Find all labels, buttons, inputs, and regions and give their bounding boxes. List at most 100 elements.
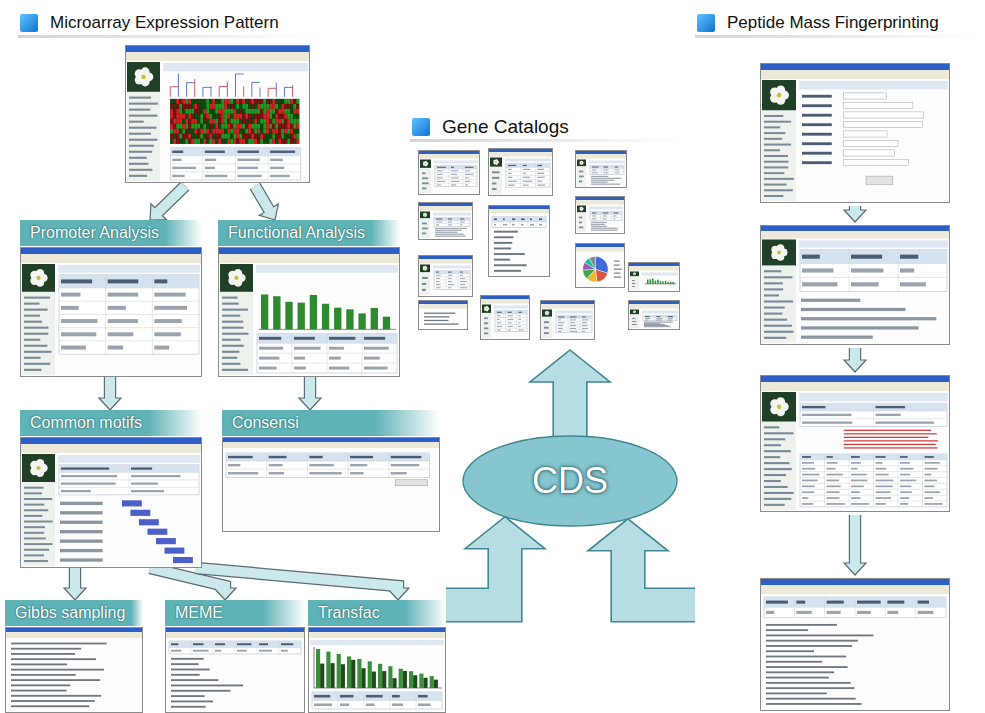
screenshot-window	[419, 301, 468, 330]
illustration-part	[236, 104, 239, 109]
illustration-part	[570, 319, 576, 320]
flower-icon	[542, 310, 552, 317]
illustration-part	[827, 480, 840, 482]
illustration-part	[656, 320, 661, 321]
text-line	[24, 327, 48, 329]
illustration-part	[182, 134, 185, 139]
illustration-part	[434, 283, 470, 284]
illustration-part	[800, 403, 947, 426]
illustration-part	[176, 139, 179, 144]
table	[169, 641, 301, 654]
illustration-part	[275, 99, 278, 104]
window-frame	[489, 206, 550, 277]
illustration-part	[272, 104, 275, 109]
illustration-part	[309, 464, 333, 466]
illustration-part	[460, 219, 464, 220]
illustration-part	[287, 114, 290, 119]
illustration-part	[266, 453, 267, 477]
motif-mark	[139, 519, 159, 525]
illustration-part	[191, 124, 194, 129]
illustration-part	[205, 151, 225, 153]
flower-petal	[634, 274, 635, 275]
illustration-part	[238, 167, 258, 169]
illustration-part	[233, 139, 236, 144]
illustration-part	[495, 317, 527, 318]
tool-bar	[489, 152, 552, 157]
text-line	[171, 674, 200, 676]
illustration-part	[272, 114, 275, 119]
flower-petal	[633, 274, 634, 275]
illustration-part	[278, 114, 281, 119]
page-banner	[555, 311, 593, 314]
text-line	[11, 648, 81, 650]
section-heading: Microarray Expression Pattern	[50, 13, 279, 33]
panel-title: MEME	[165, 600, 305, 626]
illustration-part	[802, 123, 832, 126]
illustration-part	[451, 177, 459, 178]
illustration-part	[254, 124, 257, 129]
illustration-part	[278, 134, 281, 139]
illustration-part	[558, 325, 563, 326]
illustration-part	[876, 414, 901, 416]
tool-bar	[21, 254, 201, 263]
illustration-part	[925, 474, 932, 476]
illustration-part	[252, 82, 260, 83]
illustration-part	[437, 174, 443, 175]
window-frame	[761, 226, 950, 345]
text-line	[766, 645, 852, 647]
text-line	[764, 325, 792, 327]
illustration-part	[284, 87, 292, 88]
illustration-part	[275, 114, 278, 119]
illustration-part	[176, 104, 179, 109]
analysis-panel: Common motifs	[20, 410, 202, 568]
illustration-part	[212, 139, 215, 144]
illustration-part	[268, 88, 276, 89]
illustration-part	[497, 319, 500, 320]
text-line	[129, 169, 152, 171]
text-line	[222, 369, 248, 371]
illustration-part	[281, 139, 284, 144]
illustration-part	[802, 485, 815, 487]
illustration-part	[582, 319, 589, 320]
illustration-part	[257, 333, 397, 373]
illustration-part	[269, 124, 272, 129]
illustration-part	[590, 212, 622, 221]
illustration-part	[340, 695, 353, 698]
illustration-part	[592, 172, 598, 173]
illustration-part	[221, 129, 224, 134]
illustration-part	[227, 82, 228, 97]
illustration-part	[275, 124, 278, 129]
text-line	[484, 327, 488, 329]
text-line	[171, 663, 199, 665]
window-frame	[126, 46, 310, 183]
illustration-part	[314, 647, 315, 688]
illustration-part	[236, 119, 239, 124]
text-line	[422, 277, 428, 279]
screenshot-window	[21, 248, 202, 377]
panel-title: Gibbs sampling	[5, 600, 143, 626]
illustration-part	[592, 167, 599, 168]
illustration-part	[169, 641, 301, 654]
illustration-part	[187, 82, 195, 83]
illustration-part	[876, 421, 935, 423]
illustration-part	[193, 650, 209, 652]
illustration-part	[236, 73, 244, 74]
text-line	[591, 180, 614, 181]
illustration-part	[925, 491, 940, 493]
illustration-part	[173, 124, 176, 129]
chart-bar	[273, 296, 280, 329]
illustration-part	[434, 279, 470, 280]
illustration-part	[60, 530, 103, 533]
illustration-part	[293, 129, 296, 134]
heatmap	[170, 99, 299, 144]
illustration-part	[170, 134, 173, 139]
illustration-part	[794, 597, 795, 618]
illustration-part	[764, 597, 946, 618]
illustration-part	[451, 174, 457, 175]
illustration-part	[590, 166, 624, 169]
text-line	[544, 327, 549, 329]
illustration-part	[272, 109, 275, 114]
flower-icon	[490, 158, 502, 167]
illustration-part	[154, 306, 187, 310]
illustration-part	[200, 114, 203, 119]
